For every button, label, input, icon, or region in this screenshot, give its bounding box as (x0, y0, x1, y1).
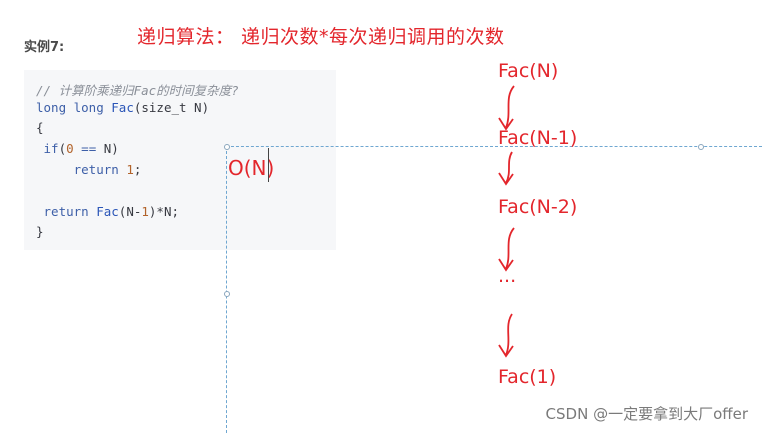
selection-handle-top[interactable] (698, 144, 704, 150)
code-token-cond: N) (103, 141, 119, 156)
csdn-watermark: CSDN @一定要拿到大厂offer (545, 405, 748, 423)
code-token-args: (N- (118, 204, 142, 219)
code-line-comment: // 计算阶乘递归Fac的时间复杂度? (36, 83, 239, 98)
chain-item-fac-n: Fac(N) (498, 60, 559, 82)
code-token-function: Fac (111, 100, 134, 115)
chain-item-ellipsis: ... (498, 265, 517, 287)
text-cursor (268, 148, 269, 182)
code-token-return: return (36, 162, 127, 177)
code-token-one: 1 (141, 204, 149, 219)
code-token-semicolon: ; (133, 162, 142, 177)
selection-handle-left[interactable] (224, 291, 230, 297)
code-line-close-brace: } (36, 224, 44, 239)
complexity-annotation: O(N) (228, 156, 275, 180)
code-token-params: (size_t N) (133, 100, 210, 115)
code-token-paren: ( (58, 141, 67, 156)
down-arrow-icon (498, 85, 515, 131)
code-token-zero: 0 (66, 141, 74, 156)
chain-item-fac-n-2: Fac(N-2) (498, 196, 578, 218)
code-token-type: long long (36, 100, 112, 115)
down-arrow-icon (498, 227, 515, 272)
code-line-return-1: return 1; (36, 162, 142, 177)
code-line-signature: long long Fac(size_t N) (36, 100, 209, 115)
code-block: // 计算阶乘递归Fac的时间复杂度? long long Fac(size_t… (24, 70, 336, 250)
code-line-return-recursive: return Fac(N-1)*N; (36, 204, 180, 219)
code-token-one: 1 (126, 162, 134, 177)
chain-item-fac-n-1: Fac(N-1) (498, 127, 578, 149)
code-token-equals: == (73, 141, 104, 156)
selection-guide-vertical (226, 146, 227, 433)
code-token-if: if (36, 141, 59, 156)
chain-item-fac-1: Fac(1) (498, 366, 557, 388)
down-arrow-icon (498, 151, 514, 186)
code-line-if: if(0 == N) (36, 141, 119, 156)
selection-guide-horizontal (226, 146, 762, 147)
down-arrow-icon (498, 313, 514, 358)
example-title: 实例7: (24, 40, 65, 55)
code-line-open-brace: { (36, 120, 44, 135)
recursion-formula-headline: 递归算法： 递归次数*每次递归调用的次数 (137, 26, 505, 48)
selection-handle-top-left[interactable] (224, 144, 230, 150)
code-token-tail: )*N; (148, 204, 180, 219)
code-token-function: Fac (96, 204, 119, 219)
code-token-return: return (36, 204, 97, 219)
